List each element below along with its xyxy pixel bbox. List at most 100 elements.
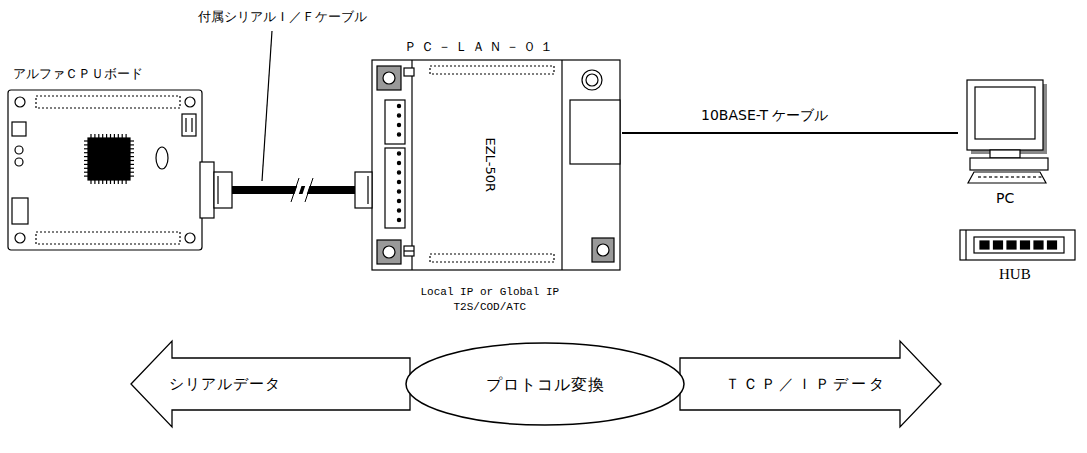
figure-stroke: [989, 176, 992, 177]
node-text: ＴＣＰ／ＩＰデータ: [725, 375, 887, 393]
ellipse-outline: [406, 343, 684, 425]
figure-stroke: [1007, 241, 1016, 249]
figure-stroke: [125, 180, 126, 184]
figure-stroke: [122, 180, 123, 184]
figure-stroke: [980, 241, 1057, 249]
arrow-shape-right: ＴＣＰ／ＩＰデータ: [680, 340, 942, 428]
figure-stroke: [130, 168, 134, 169]
pc-terminal: PC: [958, 75, 1058, 210]
figure-stroke: [355, 172, 372, 208]
figure-stroke: [397, 152, 400, 155]
leader-line: [262, 31, 272, 181]
figure-stroke: [118, 134, 119, 138]
figure-stroke: [980, 241, 989, 249]
figure-stroke: [975, 87, 1035, 139]
figure-stroke: [106, 134, 107, 138]
edge-label: 付属シリアルＩ／Ｆケーブル: [198, 9, 367, 25]
node-text: アルファＣＰＵボード: [13, 66, 143, 82]
figure-stroke: [965, 230, 966, 260]
lan-cable: [622, 132, 958, 134]
figure-stroke: [84, 134, 134, 184]
figure-stroke: [968, 172, 1046, 183]
serial-cable: [232, 186, 355, 194]
figure-stroke: [377, 66, 401, 90]
figure-stroke: [385, 100, 405, 144]
node-text: EZL-50R: [482, 138, 498, 192]
figure-stroke: [383, 246, 395, 258]
figure-stroke: [94, 180, 95, 184]
figure-stroke: [84, 140, 88, 141]
figure-stroke: [1034, 241, 1043, 249]
figure-stroke: [1022, 176, 1025, 177]
figure-stroke: [586, 74, 598, 86]
figure-stroke: [597, 244, 609, 256]
figure-stroke: [36, 96, 180, 108]
figure-stroke: [102, 134, 103, 138]
figure-stroke: [125, 134, 126, 138]
figure-stroke: [130, 176, 134, 177]
figure-stroke: [15, 233, 25, 243]
figure-stroke: [970, 158, 1048, 170]
figure-stroke: [974, 237, 1064, 253]
figure-stroke: [377, 240, 401, 264]
figure-stroke: [994, 241, 1003, 249]
figure-stroke: [130, 164, 134, 165]
figure-stroke: [397, 190, 400, 193]
cable-break-mark: [291, 178, 313, 202]
figure-stroke: [1006, 176, 1009, 177]
figure-stroke: [200, 162, 214, 218]
node-text: PC: [996, 190, 1014, 207]
figure-stroke: [397, 180, 400, 183]
pc-lan-module: ＰＣ－ＬＡＮ－０１EZL-50R: [355, 60, 622, 270]
figure-stroke: [1048, 241, 1057, 249]
figure-stroke: [182, 114, 196, 136]
figure-stroke: [385, 148, 405, 228]
figure-stroke: [15, 158, 23, 166]
figure-stroke: [978, 176, 981, 177]
figure-stroke: [217, 176, 218, 204]
figure-stroke: [561, 60, 562, 270]
figure-stroke: [185, 233, 195, 243]
figure-stroke: [430, 66, 554, 74]
figure-stroke: [15, 146, 23, 154]
figure-stroke: [130, 148, 134, 149]
figure-stroke: [102, 180, 103, 184]
figure-stroke: [84, 148, 88, 149]
figure-stroke: [88, 138, 130, 180]
hub-figure: [960, 230, 1075, 260]
figure-stroke: [36, 232, 180, 244]
figure-stroke: [397, 171, 400, 174]
figure-stroke: [404, 68, 414, 76]
figure-stroke: [84, 172, 88, 173]
figure-stroke: [94, 134, 95, 138]
figure-stroke: [84, 164, 88, 165]
figure-stroke: [1017, 176, 1020, 177]
figure-stroke: [98, 180, 99, 184]
note-label: T2S/COD/ATC: [454, 301, 527, 314]
figure-stroke: [110, 180, 111, 184]
figure-stroke: [130, 172, 134, 173]
figure-stroke: [990, 150, 1020, 158]
arrow-outline: [680, 341, 941, 427]
figure-stroke: [995, 176, 998, 177]
figure-stroke: [114, 134, 115, 138]
figure-stroke: [130, 140, 134, 141]
note-label: Local IP or Global IP: [421, 286, 560, 299]
arrow-shape-left: シリアルデータ: [130, 340, 410, 428]
figure-stroke: [291, 178, 299, 202]
figure-stroke: [397, 123, 400, 126]
figure-stroke: [397, 161, 400, 164]
figure-stroke: [305, 178, 313, 202]
figure-stroke: [1033, 176, 1036, 177]
figure-stroke: [8, 90, 202, 250]
node-text: ＰＣ－ＬＡＮ－０１: [404, 39, 557, 55]
figure-stroke: [90, 180, 91, 184]
figure-stroke: [118, 180, 119, 184]
edge-label: 10BASE-T ケーブル: [701, 107, 829, 124]
figure-stroke: [978, 176, 1042, 177]
figure-stroke: [130, 144, 134, 145]
figure-stroke: [404, 246, 414, 256]
figure-stroke: [130, 156, 134, 157]
figure-stroke: [130, 160, 134, 161]
